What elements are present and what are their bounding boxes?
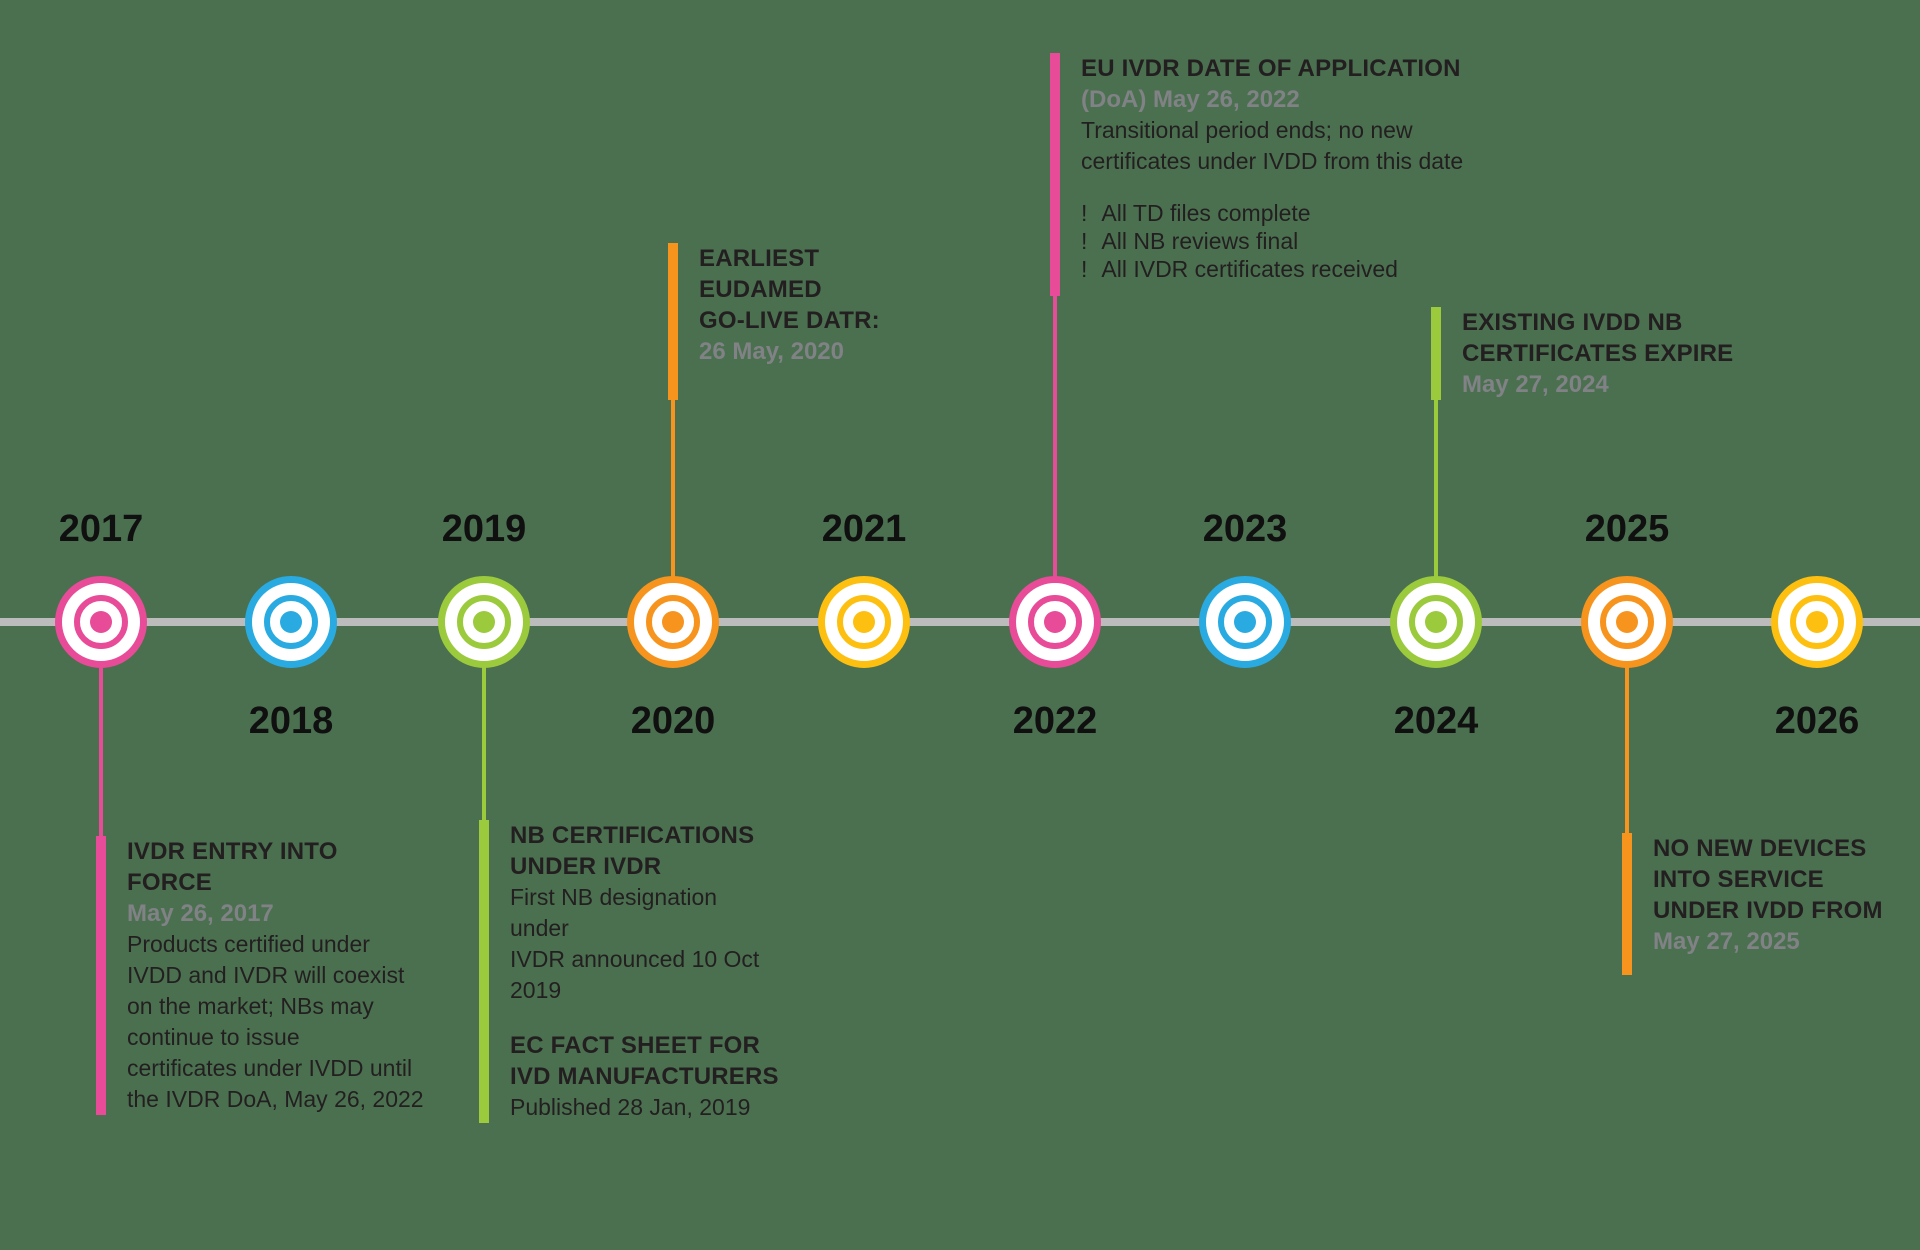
callout-title: EXISTING IVDD NB CERTIFICATES EXPIRE bbox=[1462, 309, 1734, 367]
marker-dot bbox=[1425, 611, 1447, 633]
marker-ring bbox=[646, 595, 700, 649]
timeline-marker-2024 bbox=[1390, 576, 1482, 668]
marker-dot bbox=[473, 611, 495, 633]
marker-ring bbox=[1409, 595, 1463, 649]
checklist-item-text: All TD files complete bbox=[1101, 200, 1311, 226]
callout-title: IVDR ENTRY INTO FORCE bbox=[127, 838, 338, 896]
callout-2025-no-new-devices: NO NEW DEVICES INTO SERVICE UNDER IVDD F… bbox=[1622, 833, 1892, 975]
callout-2019-nb-certifications: NB CERTIFICATIONS UNDER IVDR First NB de… bbox=[479, 820, 779, 1123]
checklist-item-text: All IVDR certificates received bbox=[1101, 256, 1398, 282]
exclamation-bullet-icon: ! bbox=[1081, 200, 1088, 226]
marker-dot bbox=[662, 611, 684, 633]
callout-date: May 27, 2024 bbox=[1462, 371, 1609, 398]
section-gap bbox=[510, 1006, 779, 1030]
timeline-marker-2026 bbox=[1771, 576, 1863, 668]
stem-2024 bbox=[1434, 396, 1438, 578]
marker-dot bbox=[1234, 611, 1256, 633]
callout-title: EU IVDR DATE OF APPLICATION bbox=[1081, 55, 1461, 82]
timeline-marker-2018 bbox=[245, 576, 337, 668]
stem-2020 bbox=[671, 396, 675, 578]
callout-date: (DoA) May 26, 2022 bbox=[1081, 86, 1300, 113]
callout-2024-certificates-expire: EXISTING IVDD NB CERTIFICATES EXPIRE May… bbox=[1431, 307, 1741, 400]
callout-date: 26 May, 2020 bbox=[699, 338, 844, 365]
checklist-item: ! All TD files complete bbox=[1081, 199, 1480, 227]
year-label-2025: 2025 bbox=[1584, 508, 1670, 550]
exclamation-bullet-icon: ! bbox=[1081, 228, 1088, 254]
year-label-2017: 2017 bbox=[58, 508, 144, 550]
stem-2022 bbox=[1053, 294, 1057, 578]
timeline-marker-2020 bbox=[627, 576, 719, 668]
callout-body: First NB designation under IVDR announce… bbox=[510, 884, 760, 1003]
marker-ring bbox=[74, 595, 128, 649]
timeline-axis bbox=[0, 618, 1920, 626]
timeline-marker-2022 bbox=[1009, 576, 1101, 668]
timeline-marker-2021 bbox=[818, 576, 910, 668]
callout-title: NB CERTIFICATIONS UNDER IVDR bbox=[510, 822, 755, 880]
marker-ring bbox=[1028, 595, 1082, 649]
year-label-2021: 2021 bbox=[821, 508, 907, 550]
callout-body: Transitional period ends; no new certifi… bbox=[1081, 117, 1464, 174]
marker-ring bbox=[1600, 595, 1654, 649]
exclamation-bullet-icon: ! bbox=[1081, 256, 1088, 282]
year-label-2023: 2023 bbox=[1202, 508, 1288, 550]
callout-2020-eudamed: EARLIEST EUDAMED GO-LIVE DATR: 26 May, 2… bbox=[668, 243, 898, 400]
marker-dot bbox=[1044, 611, 1066, 633]
checklist-item-text: All NB reviews final bbox=[1101, 228, 1299, 254]
timeline-marker-2023 bbox=[1199, 576, 1291, 668]
stem-2025 bbox=[1625, 660, 1629, 835]
marker-dot bbox=[280, 611, 302, 633]
marker-ring bbox=[457, 595, 511, 649]
year-label-2022: 2022 bbox=[1012, 700, 1098, 742]
marker-ring bbox=[1790, 595, 1844, 649]
callout-date: May 26, 2017 bbox=[127, 900, 274, 927]
callout-body: Products certified under IVDD and IVDR w… bbox=[127, 931, 424, 1112]
checklist-item: ! All NB reviews final bbox=[1081, 227, 1480, 255]
callout-second-body: Published 28 Jan, 2019 bbox=[510, 1094, 751, 1120]
callout-title: EARLIEST EUDAMED GO-LIVE DATR: bbox=[699, 245, 880, 334]
marker-ring bbox=[264, 595, 318, 649]
marker-dot bbox=[1806, 611, 1828, 633]
timeline-marker-2017 bbox=[55, 576, 147, 668]
marker-dot bbox=[90, 611, 112, 633]
timeline-marker-2025 bbox=[1581, 576, 1673, 668]
doa-checklist: ! All TD files complete! All NB reviews fi… bbox=[1081, 199, 1480, 283]
marker-dot bbox=[853, 611, 875, 633]
checklist-item: ! All IVDR certificates received bbox=[1081, 255, 1480, 283]
year-label-2020: 2020 bbox=[630, 700, 716, 742]
marker-ring bbox=[837, 595, 891, 649]
year-label-2024: 2024 bbox=[1393, 700, 1479, 742]
year-label-2018: 2018 bbox=[248, 700, 334, 742]
callout-2017-ivdr-entry: IVDR ENTRY INTO FORCE May 26, 2017 Produ… bbox=[96, 836, 426, 1115]
callout-title: NO NEW DEVICES INTO SERVICE UNDER IVDD F… bbox=[1653, 835, 1883, 924]
marker-dot bbox=[1616, 611, 1638, 633]
callout-2022-doa: EU IVDR DATE OF APPLICATION (DoA) May 26… bbox=[1050, 53, 1480, 296]
stem-2017 bbox=[99, 660, 103, 836]
callout-second-title: EC FACT SHEET FOR IVD MANUFACTURERS bbox=[510, 1032, 779, 1090]
timeline-marker-2019 bbox=[438, 576, 530, 668]
marker-ring bbox=[1218, 595, 1272, 649]
year-label-2026: 2026 bbox=[1774, 700, 1860, 742]
callout-date: May 27, 2025 bbox=[1653, 928, 1800, 955]
stem-2019 bbox=[482, 660, 486, 820]
year-label-2019: 2019 bbox=[441, 508, 527, 550]
